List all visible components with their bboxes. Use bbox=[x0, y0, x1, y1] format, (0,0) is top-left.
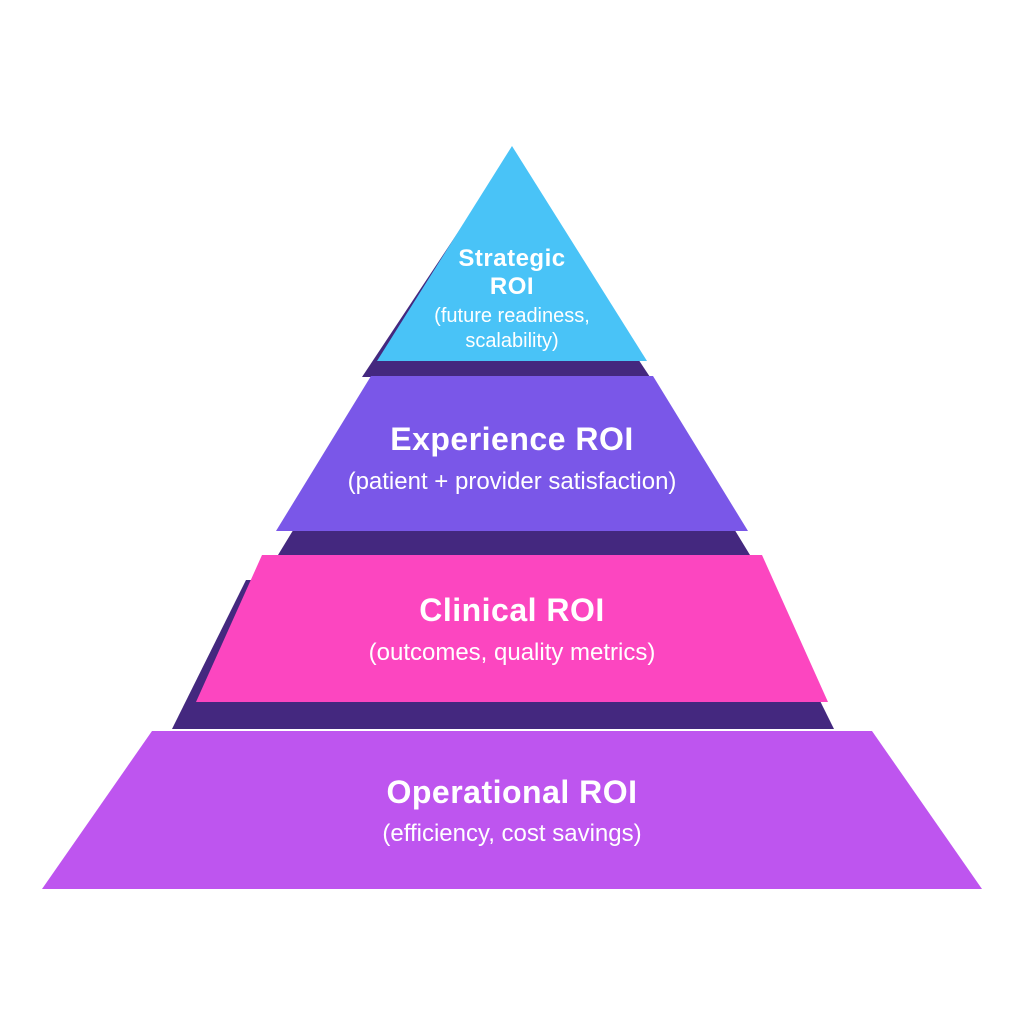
tier-operational-shape bbox=[42, 731, 982, 889]
tier-clinical-subtitle: (outcomes, quality metrics) bbox=[369, 639, 656, 666]
tier-experience-subtitle: (patient + provider satisfaction) bbox=[348, 468, 677, 495]
tier-experience-shape bbox=[276, 376, 748, 531]
tier-experience-title: Experience ROI bbox=[390, 421, 634, 457]
tier-operational-subtitle: (efficiency, cost savings) bbox=[382, 820, 641, 847]
tier-strategic-subtitle-line1: (future readiness, bbox=[434, 305, 590, 327]
tier-clinical-title: Clinical ROI bbox=[419, 592, 605, 628]
tier-strategic-shape bbox=[377, 146, 647, 361]
tier-strategic-title-line1: Strategic bbox=[458, 245, 565, 272]
tier-clinical-shape bbox=[196, 555, 828, 702]
tier-strategic-title-line2: ROI bbox=[490, 273, 534, 300]
tier-strategic-subtitle-line2: scalability) bbox=[465, 330, 558, 352]
tier-operational-title: Operational ROI bbox=[386, 774, 637, 810]
